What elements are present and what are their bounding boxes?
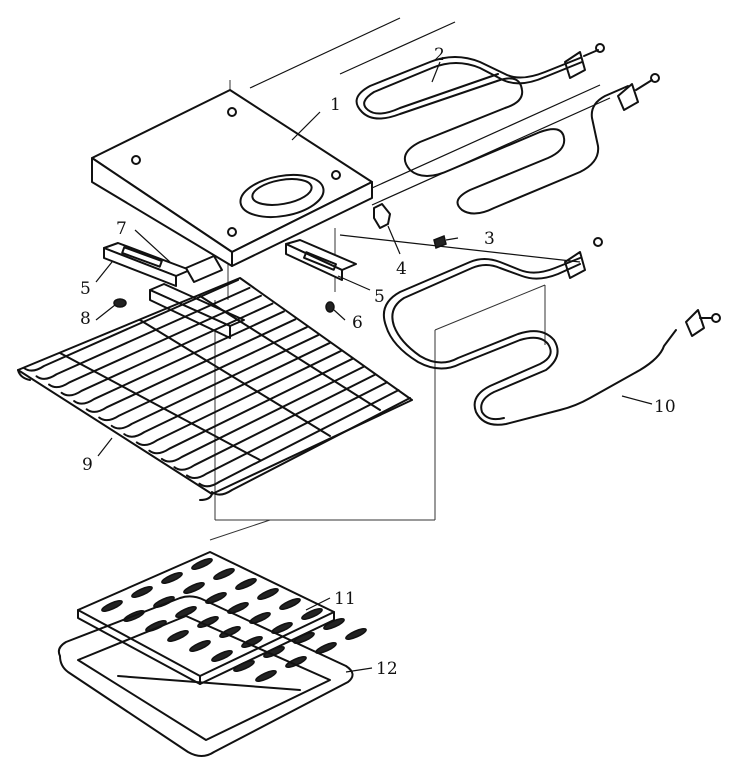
lower-heating-element xyxy=(382,237,721,426)
rack-bar xyxy=(60,302,274,397)
label-part-10: 10 xyxy=(654,397,676,417)
rack-bar xyxy=(198,389,400,488)
brackets xyxy=(103,239,357,339)
label-part-5-right: 5 xyxy=(374,287,385,307)
grid-slot xyxy=(257,588,279,600)
rack-bar xyxy=(35,286,251,380)
grid-slot xyxy=(301,608,323,620)
grid-slot xyxy=(279,598,301,610)
label-part-11: 11 xyxy=(334,589,356,609)
callout-labels: 1 2 3 4 5 5 6 7 8 9 10 11 12 xyxy=(80,45,676,679)
label-part-1: 1 xyxy=(330,95,341,115)
grid-slot xyxy=(101,600,123,612)
rack-bar xyxy=(110,334,320,430)
rack-bar xyxy=(211,397,411,496)
label-part-7: 7 xyxy=(116,219,127,239)
grid-slot xyxy=(323,618,345,630)
top-plate xyxy=(91,89,373,267)
grid-slot xyxy=(255,670,277,682)
grid-slot xyxy=(219,626,241,638)
grid-slot xyxy=(249,612,271,624)
oven-rack xyxy=(17,277,413,501)
grid-slot xyxy=(233,660,255,672)
rack-bar xyxy=(173,373,377,471)
label-part-5-left: 5 xyxy=(80,279,91,299)
grid-slot xyxy=(189,640,211,652)
rack-bar xyxy=(85,318,297,413)
rack-bar xyxy=(185,381,389,479)
label-part-6: 6 xyxy=(352,313,363,333)
rack-bar xyxy=(123,341,331,438)
rack-bar xyxy=(73,310,285,405)
grid-slot xyxy=(227,602,249,614)
grid-slot xyxy=(131,586,153,598)
grid-slot xyxy=(213,568,235,580)
rack-bar xyxy=(148,357,354,455)
grid-slot xyxy=(205,592,227,604)
leader-lines xyxy=(95,61,653,673)
grid-slot xyxy=(191,558,213,570)
grid-slot xyxy=(241,636,263,648)
grid-slots xyxy=(101,558,367,682)
grid-slot xyxy=(161,572,183,584)
grid-slot xyxy=(211,650,233,662)
rack-bar xyxy=(98,326,308,422)
broiler-pan xyxy=(57,595,354,757)
grid-slot xyxy=(183,582,205,594)
rack-cross-wires xyxy=(59,295,381,461)
label-part-8: 8 xyxy=(80,309,91,329)
label-part-4: 4 xyxy=(396,259,407,279)
label-part-9: 9 xyxy=(82,455,93,475)
hardware xyxy=(113,203,447,313)
grid-slot xyxy=(175,606,197,618)
rack-bar xyxy=(23,279,239,372)
reference-lines xyxy=(209,17,611,541)
grid-slot xyxy=(167,630,189,642)
rack-bar xyxy=(48,294,262,389)
label-part-2: 2 xyxy=(434,45,445,65)
label-part-12: 12 xyxy=(376,659,398,679)
rack-bars xyxy=(23,279,411,496)
rack-bar xyxy=(135,349,343,446)
grid-slot xyxy=(345,628,367,640)
upper-heating-element xyxy=(355,43,660,215)
grid-slot xyxy=(197,616,219,628)
rack-bar xyxy=(160,365,366,463)
label-part-3: 3 xyxy=(484,229,495,249)
grid-slot xyxy=(235,578,257,590)
